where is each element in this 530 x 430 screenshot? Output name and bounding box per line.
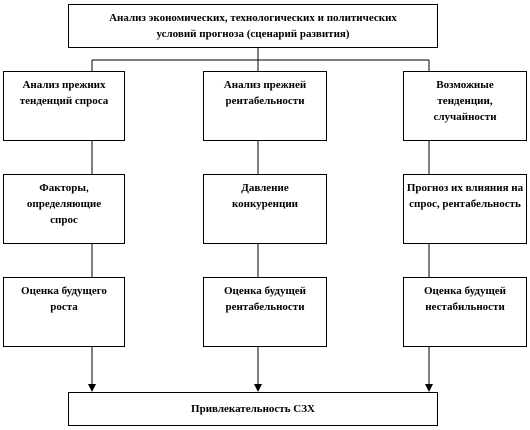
box-possible-trends: Возможные тенденции, случайности [403, 71, 527, 141]
box-instability-estimate-text: Оценка будущей нестабильности [424, 285, 506, 313]
box-profitability-estimate-text: Оценка будущей рентабельности [224, 285, 306, 313]
box-growth-estimate: Оценка будущего роста [3, 277, 125, 347]
box-impact-forecast: Прогноз их влияния на спрос, рентабельно… [403, 174, 527, 244]
box-impact-forecast-text: Прогноз их влияния на спрос, рентабельно… [406, 182, 524, 210]
box-competition-pressure-text: Давление конкуренции [231, 182, 299, 210]
box-profitability-history: Анализ прежней рентабельности [203, 71, 327, 141]
box-growth-estimate-text: Оценка будущего роста [21, 285, 107, 313]
box-profitability-history-text: Анализ прежней рентабельности [223, 79, 307, 107]
box-demand-factors-text: Факторы, определяющие спрос [26, 182, 102, 226]
box-scenario-analysis-text: Анализ экономических, технологических и … [109, 12, 397, 40]
box-sbu-attractiveness: Привлекательность СЗХ [68, 392, 438, 426]
box-profitability-estimate: Оценка будущей рентабельности [203, 277, 327, 347]
box-demand-trends-text: Анализ прежних тенденций спроса [19, 79, 109, 107]
box-possible-trends-text: Возможные тенденции, случайности [433, 79, 497, 123]
box-competition-pressure: Давление конкуренции [203, 174, 327, 244]
box-demand-trends: Анализ прежних тенденций спроса [3, 71, 125, 141]
box-demand-factors: Факторы, определяющие спрос [3, 174, 125, 244]
box-instability-estimate: Оценка будущей нестабильности [403, 277, 527, 347]
box-sbu-attractiveness-text: Привлекательность СЗХ [191, 403, 315, 415]
box-scenario-analysis: Анализ экономических, технологических и … [68, 4, 438, 48]
